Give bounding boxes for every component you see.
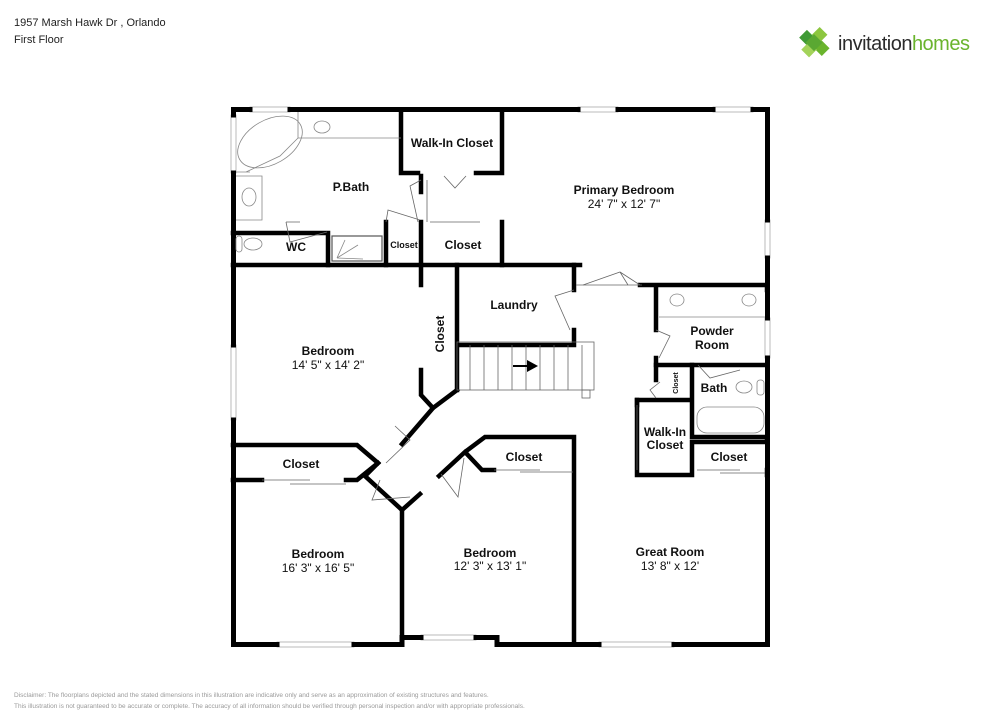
room-labels: Walk-In Closet P.Bath Primary Bedroom 24… <box>282 136 748 575</box>
room-primary-bedroom: Primary Bedroom <box>574 183 675 197</box>
door-swing <box>443 175 467 189</box>
room-great-room: Great Room <box>636 545 705 559</box>
room-closet-primary: Closet <box>445 238 482 252</box>
room-bedroom-2: Bedroom <box>292 547 345 561</box>
room-primary-bedroom-dims: 24' 7" x 12' 7" <box>588 197 660 211</box>
door-swing <box>285 221 328 243</box>
sink-icon <box>741 293 757 307</box>
room-laundry: Laundry <box>490 298 538 312</box>
room-closet-small: Closet <box>390 240 418 250</box>
room-closet-bed2: Closet <box>283 457 320 471</box>
door-swing <box>649 381 661 399</box>
room-powder-room-line1: Powder <box>690 324 734 338</box>
room-closet-bed3: Closet <box>506 450 543 464</box>
stairs <box>456 341 595 399</box>
address-block: 1957 Marsh Hawk Dr , Orlando First Floor <box>14 15 166 49</box>
brand-logo: invitationhomes <box>796 24 970 64</box>
fixtures <box>235 112 765 434</box>
door-swing <box>371 479 411 501</box>
room-bedroom-3: Bedroom <box>464 546 517 560</box>
room-closet-vertical: Closet <box>433 316 447 353</box>
sink-icon <box>313 120 331 134</box>
brand-wordmark: invitationhomes <box>838 32 970 55</box>
room-bath: Bath <box>701 381 728 395</box>
door-swing <box>655 329 671 359</box>
bathtub-icon <box>237 115 303 169</box>
interior-walls <box>230 107 770 647</box>
room-closet-great: Closet <box>711 450 748 464</box>
stair-arrow-icon <box>513 360 538 372</box>
room-wc: WC <box>286 240 306 254</box>
toilet-icon <box>243 237 263 251</box>
address-text: 1957 Marsh Hawk Dr , Orlando <box>14 17 166 29</box>
floor-label: First Floor <box>14 34 64 46</box>
room-p-bath: P.Bath <box>333 180 369 194</box>
door-swing <box>385 209 421 223</box>
sink-icon <box>669 293 685 307</box>
disclaimer: Disclaimer: The floorplans depicted and … <box>14 690 525 712</box>
bathtub-icon <box>696 406 765 434</box>
door-swing <box>697 364 741 379</box>
room-bedroom-1-dims: 14' 5" x 14' 2" <box>292 358 364 372</box>
doors <box>262 175 765 501</box>
door-swing <box>440 457 465 499</box>
room-walk-in-closet-great-line1: Walk-In <box>644 425 686 439</box>
toilet-icon <box>735 380 753 394</box>
room-powder-room-line2: Room <box>695 338 729 352</box>
sink-icon <box>241 187 257 207</box>
door-swing <box>554 289 575 331</box>
door-swing <box>409 179 422 223</box>
room-walk-in-closet-great-line2: Closet <box>647 438 684 452</box>
room-bedroom-2-dims: 16' 3" x 16' 5" <box>282 561 354 575</box>
room-bedroom-1: Bedroom <box>302 344 355 358</box>
shower-icon <box>331 235 383 262</box>
room-hall-closet: Closet <box>673 372 680 394</box>
door-swing <box>582 271 641 286</box>
room-walk-in-closet: Walk-In Closet <box>411 136 493 150</box>
room-bedroom-3-dims: 12' 3" x 13' 1" <box>454 559 526 573</box>
door-swing <box>385 425 411 464</box>
invitation-homes-logo-icon <box>799 27 830 58</box>
disclaimer-line-1: Disclaimer: The floorplans depicted and … <box>14 692 489 699</box>
room-great-room-dims: 13' 8" x 12' <box>641 559 699 573</box>
